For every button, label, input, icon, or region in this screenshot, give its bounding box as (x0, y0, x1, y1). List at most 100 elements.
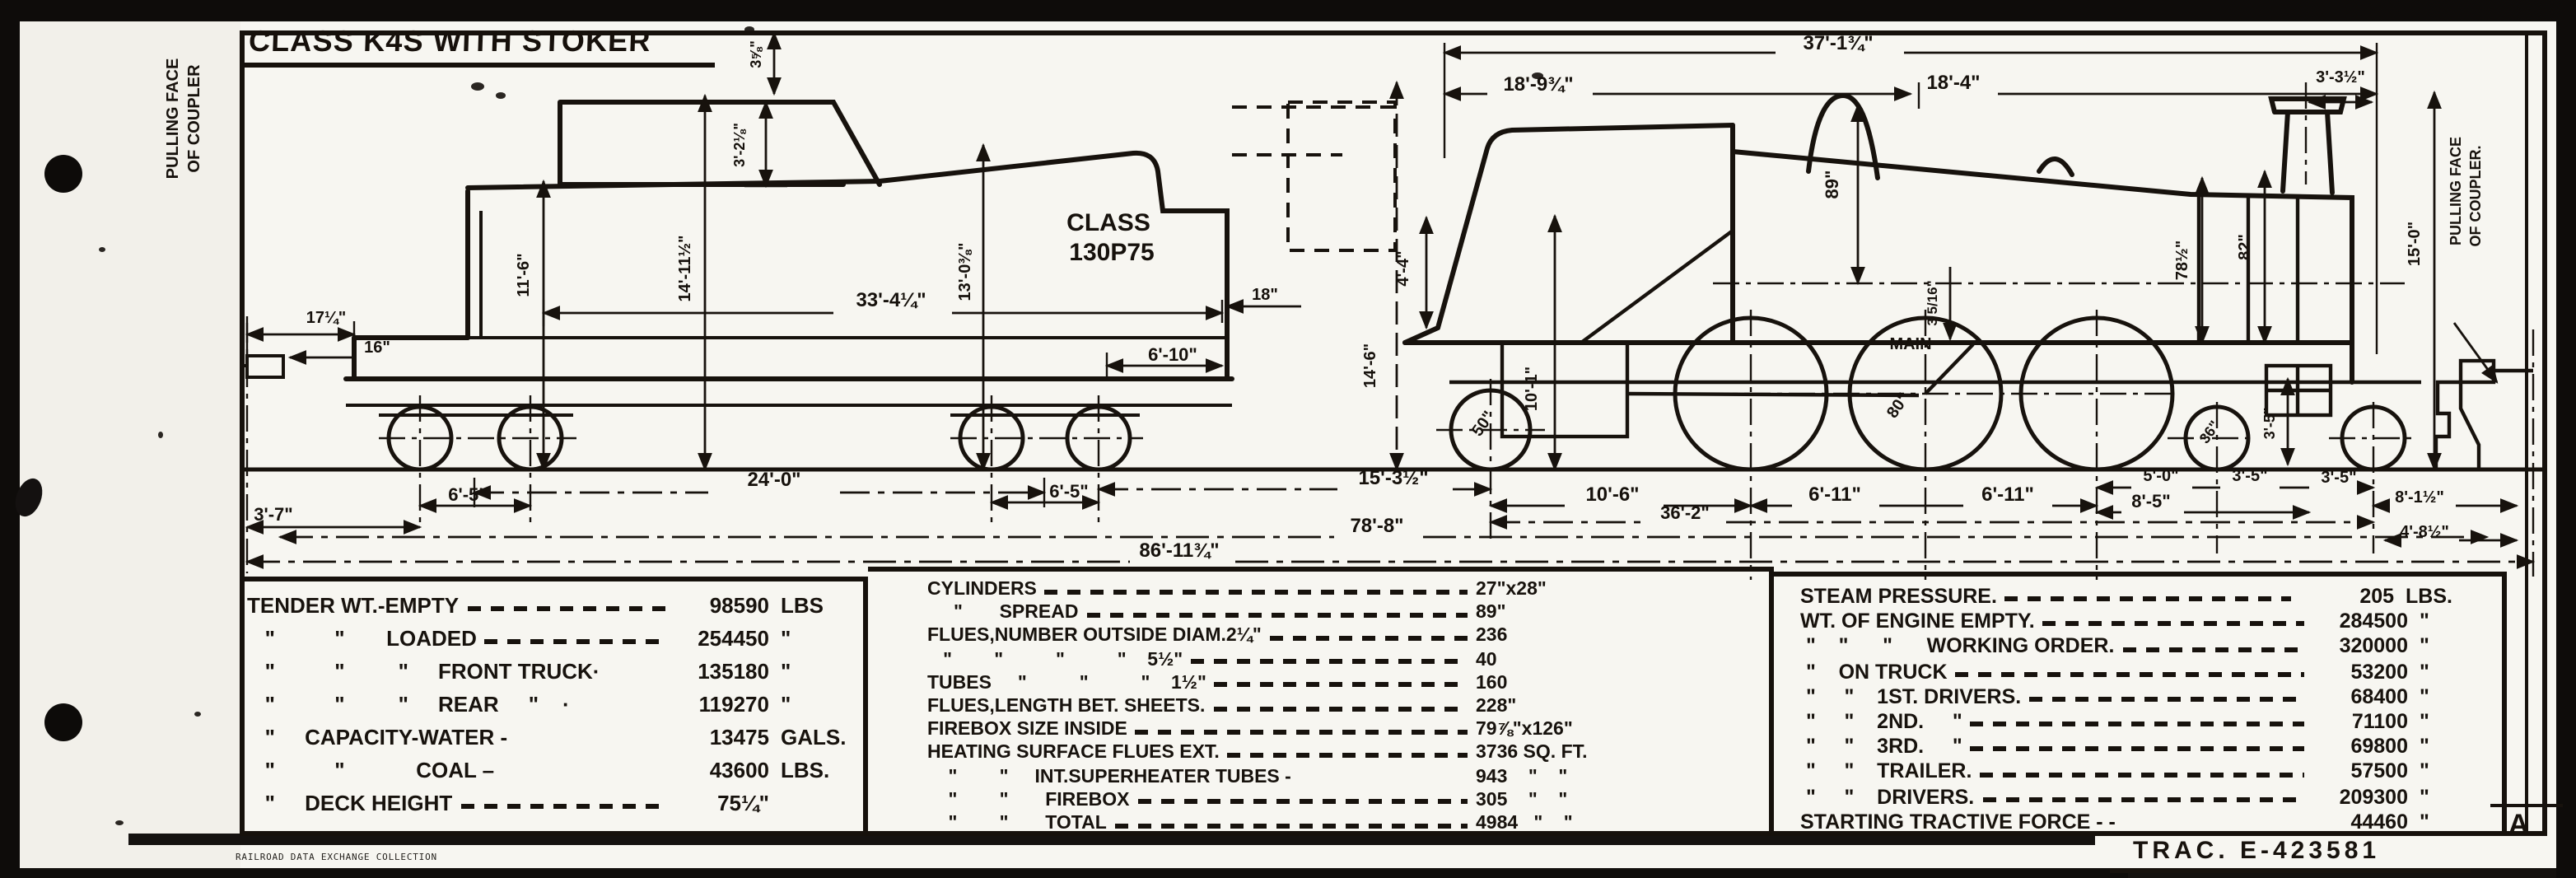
sheet-frame (240, 30, 2547, 836)
dim-label: PULLING FACE (2448, 137, 2464, 245)
dim-label: 3'-2⅛" (731, 123, 748, 167)
collection-stamp: RAILROAD DATA EXCHANGE COLLECTION (236, 853, 437, 863)
dim-label: 4'-4" (1394, 250, 1412, 286)
spec-row: " " TRAILER.57500" (1800, 759, 2429, 783)
dim-label: 14'-11½" (676, 236, 694, 302)
spec-row: " " " " 5½"40 (927, 650, 1497, 670)
dim-label: 4'-8½" (2400, 523, 2449, 541)
dim-label: OF COUPLER (185, 64, 203, 173)
spec-row: FLUES,LENGTH BET. SHEETS.228" (927, 697, 1517, 717)
dim-label: 8'-5" (2131, 491, 2170, 511)
scan-edge-right (2556, 0, 2576, 878)
dim-label: 15'-0" (2406, 222, 2424, 266)
speck (158, 432, 163, 438)
spec-row: HEATING SURFACE FLUES EXT.3736 SQ. FT. (927, 743, 1588, 764)
speck (115, 820, 124, 825)
spec-row: " " " WORKING ORDER.320000" (1800, 634, 2429, 658)
dim-label: 3'-5" (2232, 467, 2267, 485)
speck (99, 247, 105, 252)
dim-label: 89" (1822, 170, 1842, 199)
dim-label: OF COUPLER. (2467, 145, 2484, 246)
dim-label: 3'-5" (2321, 469, 2356, 487)
dim-label: 3'-7" (254, 504, 292, 525)
tracing-number: TRAC. E-423581 (2133, 837, 2381, 865)
dim-label: CLASS (1066, 209, 1150, 236)
dim-label: 3 5/16" (1925, 280, 1940, 325)
dim-label: 86'-11¾" (1139, 539, 1219, 562)
dim-label: 6'-5" (1049, 481, 1088, 502)
dim-label: 6'-11" (1808, 483, 1861, 506)
title-underline (244, 63, 715, 68)
dimension-lines (245, 30, 2536, 569)
locomotive-details (1449, 196, 2533, 472)
dim-label: 6'-5" (448, 484, 487, 505)
dim-label: 33'-4¼" (856, 289, 926, 311)
dim-label: 24'-0" (747, 469, 800, 491)
spec-row: TUBES " " " 1½"160 (927, 673, 1508, 694)
smudge (744, 26, 754, 33)
dim-label: 3⅝" (748, 40, 764, 68)
title-smudge (496, 92, 506, 99)
spec-row: " " 2ND. "71100" (1800, 710, 2429, 734)
dim-label: 50" (1468, 408, 1498, 440)
drawing-title: CLASS K4S WITH STOKER (248, 25, 652, 58)
dim-label: 5'-0" (2143, 467, 2178, 485)
revision-letter: A (2508, 809, 2529, 840)
spec-row: " " " REAR " ·119270" (247, 692, 791, 717)
smudge (1532, 72, 1543, 79)
spec-row: " " DRIVERS.209300" (1800, 785, 2429, 809)
dim-label: 10'-1" (1523, 367, 1541, 411)
center-lines (245, 82, 2535, 580)
dim-label: 6'-10" (1148, 344, 1197, 365)
dim-label: 14'-6" (1361, 343, 1379, 388)
dim-label: 17¼" (306, 309, 346, 327)
dim-label: 18" (1252, 286, 1278, 304)
dim-label: 13'-0⅜" (956, 243, 974, 301)
dim-label: PULLING FACE (164, 58, 182, 180)
spec-row: WT. OF ENGINE EMPTY.284500" (1800, 609, 2429, 633)
dim-label: 3'-3½" (2316, 68, 2365, 86)
dim-label: 16" (364, 339, 390, 357)
scan-edge-bottom (0, 870, 2128, 878)
title-smudge (471, 82, 484, 91)
dim-label: MAIN (1889, 335, 1931, 353)
punch-hole-top (44, 155, 82, 193)
dim-label: 3'-5" (2261, 408, 2278, 440)
dim-label: 10'-6" (1585, 483, 1639, 506)
punch-hole-bottom (44, 703, 82, 741)
spec-row: FLUES,NUMBER OUTSIDE DIAM.2¼"236 (927, 626, 1508, 647)
coal-gate-dashed (1232, 100, 1397, 252)
revision-box-line (2490, 804, 2563, 807)
spec-row: " " 3RD. "69800" (1800, 735, 2429, 759)
scan-edge-left (0, 0, 20, 878)
dim-label: 8'-1½" (2395, 488, 2444, 507)
sheet-bottom-shadow (128, 834, 2095, 845)
spec-row: " " INT.SUPERHEATER TUBES -943 " " (927, 767, 1568, 787)
spec-row: STARTING TRACTIVE FORCE - -44460" (1800, 810, 2429, 834)
tracing-number-underline (2110, 868, 2471, 873)
dim-label: 18'-9¾" (1503, 73, 1573, 96)
spec-row: " " " FRONT TRUCK·135180" (247, 659, 791, 684)
dim-label: 18'-4" (1926, 72, 1980, 94)
spec-row: " " 1ST. DRIVERS.68400" (1800, 684, 2429, 708)
dim-label: 130P75 (1069, 239, 1154, 266)
dim-label: 36" (2196, 418, 2224, 446)
dim-label: 37'-1¾" (1803, 32, 1873, 54)
dim-label: 11'-6" (515, 253, 533, 297)
